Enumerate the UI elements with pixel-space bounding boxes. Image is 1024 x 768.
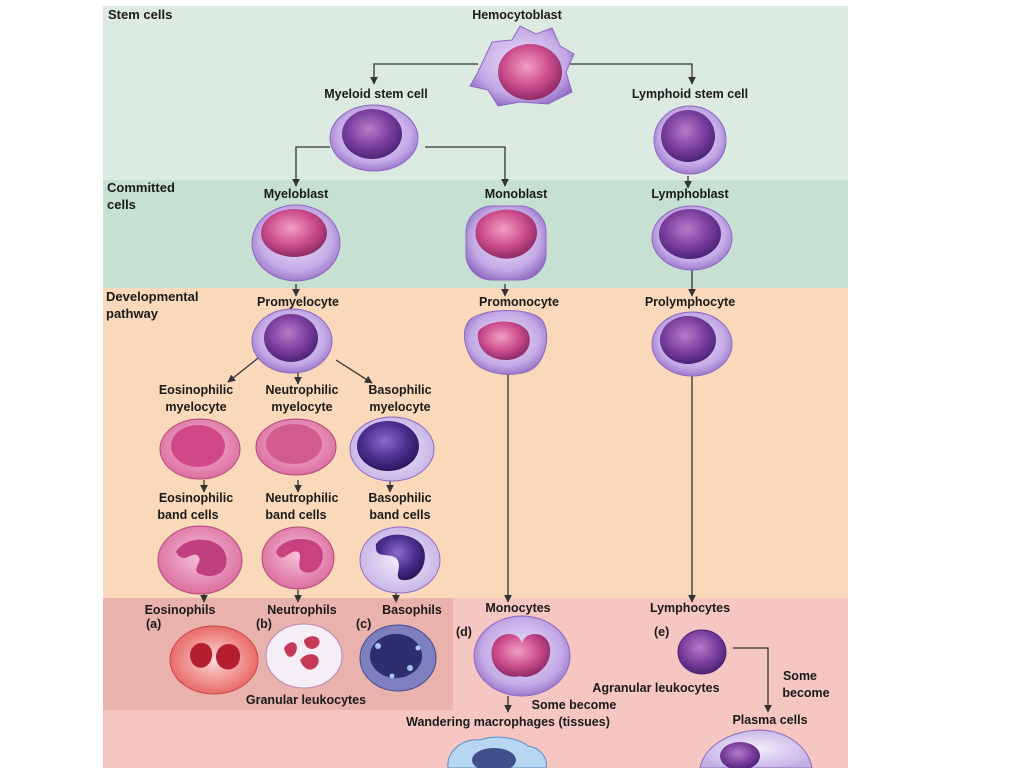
label-granular-leukocytes: Granular leukocytes [246, 693, 366, 707]
neutrophil-cell [265, 623, 343, 689]
label-neutrophilic-myelocyte-1: Neutrophilic [266, 383, 339, 397]
hemocytoblast-cell [469, 25, 575, 107]
label-eosinophils: Eosinophils [145, 603, 216, 617]
label-eosinophilic-band-1: Eosinophilic [159, 491, 233, 505]
lymphoid-stem-cell [653, 105, 727, 175]
eosinophilic-band-cell [157, 525, 243, 595]
tag-e: (e) [654, 625, 669, 639]
label-neutrophilic-band-2: band cells [265, 508, 326, 522]
label-neutrophils: Neutrophils [267, 603, 336, 617]
label-basophils: Basophils [382, 603, 442, 617]
label-wandering-macrophages: Wandering macrophages (tissues) [406, 715, 610, 729]
band-label-stem: Stem cells [108, 7, 172, 22]
myeloblast-cell [251, 204, 341, 282]
label-eosinophilic-myelocyte-1: Eosinophilic [159, 383, 233, 397]
band-label-committed-2: cells [107, 197, 136, 212]
note-some-become-right-2: become [782, 686, 829, 700]
tag-a: (a) [146, 617, 161, 631]
label-hemocytoblast: Hemocytoblast [472, 8, 562, 22]
tag-b: (b) [256, 617, 272, 631]
label-promonocyte: Promonocyte [479, 295, 559, 309]
label-eosinophilic-band-2: band cells [157, 508, 218, 522]
label-basophilic-myelocyte-1: Basophilic [368, 383, 431, 397]
monoblast-cell [465, 205, 547, 281]
macrophage-cell [447, 736, 547, 768]
label-neutrophilic-band-1: Neutrophilic [266, 491, 339, 505]
label-neutrophilic-myelocyte-2: myelocyte [271, 400, 332, 414]
label-basophilic-band-2: band cells [369, 508, 430, 522]
tag-d: (d) [456, 625, 472, 639]
label-promyelocyte: Promyelocyte [257, 295, 339, 309]
label-lymphoblast: Lymphoblast [651, 187, 729, 201]
band-label-developmental-2: pathway [106, 306, 159, 321]
eosinophil-cell [169, 625, 259, 695]
lymphocyte-cell [677, 629, 727, 675]
label-lymphoid-stem-cell: Lymphoid stem cell [632, 87, 748, 101]
note-some-become-left: Some become [532, 698, 617, 712]
label-monocytes: Monocytes [485, 601, 550, 615]
promyelocyte-cell [251, 308, 333, 374]
prolymphocyte-cell [651, 311, 733, 377]
label-basophilic-band-1: Basophilic [368, 491, 431, 505]
plasma-cell [699, 729, 813, 768]
lymphoblast-cell [651, 205, 733, 271]
connector-arrows [200, 63, 772, 713]
label-prolymphocyte: Prolymphocyte [645, 295, 735, 309]
band-label-developmental-1: Developmental [106, 289, 198, 304]
label-myeloblast: Myeloblast [264, 187, 329, 201]
monocyte-cell [473, 615, 571, 697]
note-some-become-right-1: Some [783, 669, 817, 683]
myeloid-stem-cell [329, 104, 419, 172]
label-plasma-cells: Plasma cells [732, 713, 807, 727]
neutrophilic-band-cell [261, 526, 335, 590]
label-lymphocytes: Lymphocytes [650, 601, 730, 615]
band-label-committed-1: Committed [107, 180, 175, 195]
tag-c: (c) [356, 617, 371, 631]
neutrophilic-myelocyte-cell [255, 418, 337, 476]
basophilic-band-cell [359, 526, 441, 594]
label-myeloid-stem-cell: Myeloid stem cell [324, 87, 428, 101]
label-agranular-leukocytes: Agranular leukocytes [592, 681, 719, 695]
eosinophilic-myelocyte-cell [159, 418, 241, 480]
basophilic-myelocyte-cell [349, 416, 435, 482]
label-monoblast: Monoblast [485, 187, 548, 201]
label-basophilic-myelocyte-2: myelocyte [369, 400, 430, 414]
label-eosinophilic-myelocyte-2: myelocyte [165, 400, 226, 414]
promonocyte-cell [463, 310, 548, 375]
basophil-cell [359, 624, 437, 692]
